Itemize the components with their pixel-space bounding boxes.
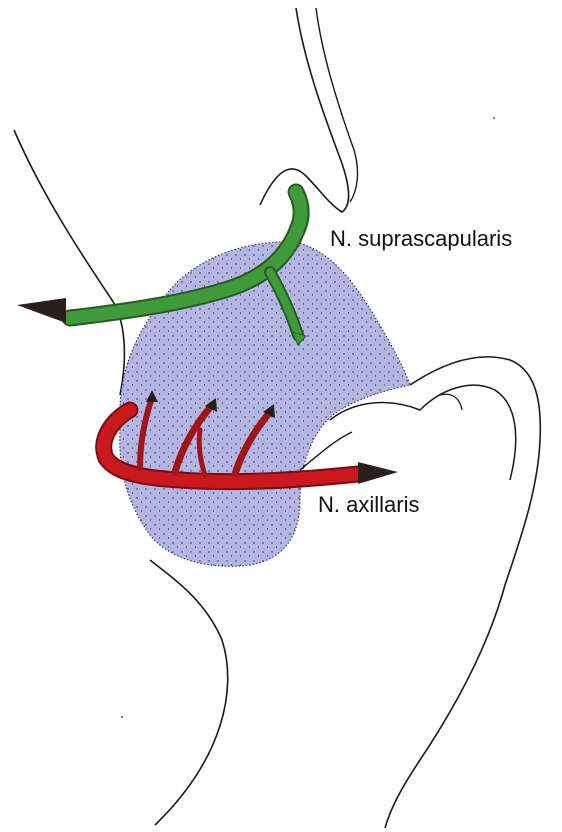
suprascapular-arrowhead-icon [17, 298, 66, 323]
scapula-neck-outline [150, 560, 228, 825]
axillary-arrowhead-icon [358, 462, 398, 484]
humeral-head-outline [385, 357, 540, 828]
axillary-nerve-label: N. axillaris [318, 492, 419, 518]
coracoid-inner-line [316, 8, 357, 202]
coracoid-process-outline [260, 8, 349, 212]
greater-tubercle-line [440, 394, 462, 410]
suprascapular-nerve-label: N. suprascapularis [330, 226, 512, 252]
scapula-outline-left [14, 130, 124, 395]
paper-speck [121, 716, 123, 718]
paper-speck [493, 117, 495, 119]
